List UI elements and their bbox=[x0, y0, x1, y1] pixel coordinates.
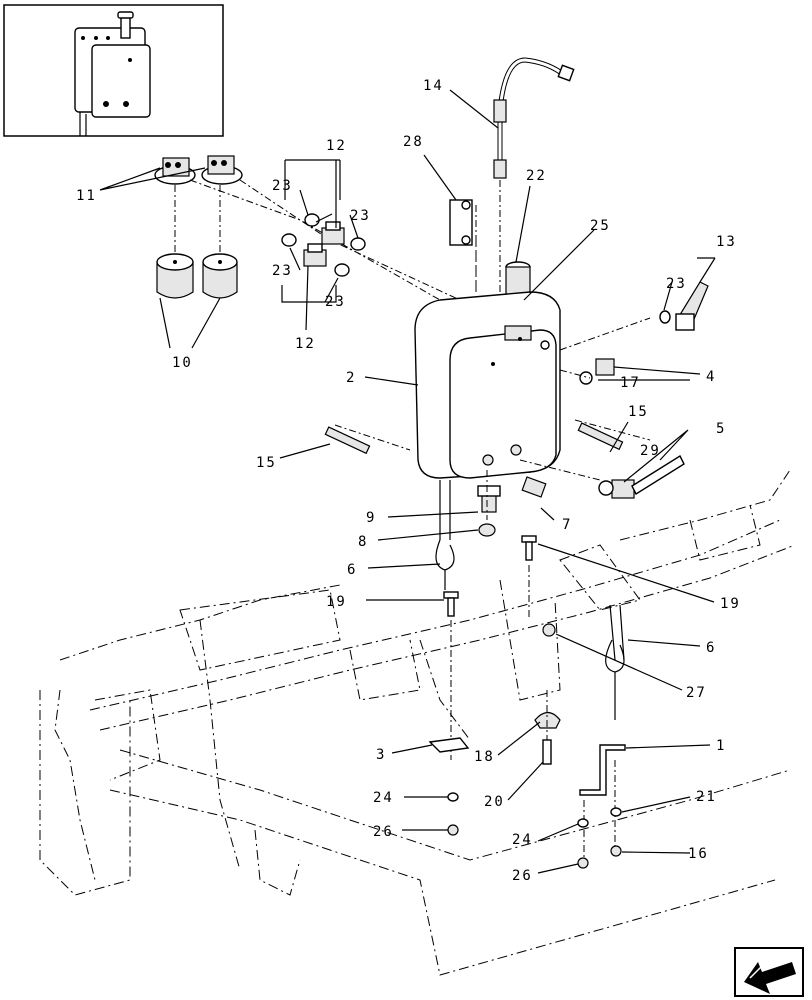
o-ring-23e bbox=[659, 310, 671, 324]
elbow-fitting-13 bbox=[675, 281, 709, 331]
callout-13: 13 bbox=[716, 234, 737, 250]
previous-page-button[interactable] bbox=[734, 947, 804, 997]
nut-16 bbox=[610, 845, 622, 857]
callout-11: 11 bbox=[76, 188, 97, 204]
callout-2: 2 bbox=[346, 370, 356, 386]
callout-9: 9 bbox=[366, 510, 376, 526]
callout-24-right: 24 bbox=[512, 832, 533, 848]
callout-7: 7 bbox=[562, 517, 572, 533]
callout-23-d: 23 bbox=[325, 294, 346, 310]
frame-phantom bbox=[39, 469, 796, 976]
o-ring-23b bbox=[350, 237, 366, 251]
callout-23-b: 23 bbox=[350, 208, 371, 224]
fitting-12-lower bbox=[303, 243, 327, 267]
fitting-7 bbox=[521, 476, 547, 498]
callout-21: 21 bbox=[696, 789, 717, 805]
callout-15-left: 15 bbox=[256, 455, 277, 471]
strap-6-left bbox=[435, 480, 455, 590]
callout-12-top: 12 bbox=[326, 138, 347, 154]
callout-14: 14 bbox=[423, 78, 444, 94]
callout-4: 4 bbox=[706, 369, 716, 385]
callout-26-right: 26 bbox=[512, 868, 533, 884]
washer-24-left bbox=[447, 792, 459, 802]
o-ring-23a bbox=[304, 213, 320, 227]
elbow-fitting-5 bbox=[611, 454, 685, 499]
bolt-19-right bbox=[521, 535, 537, 561]
filter-left bbox=[156, 253, 194, 299]
callout-5: 5 bbox=[716, 421, 726, 437]
callout-24-left: 24 bbox=[373, 790, 394, 806]
cap-8 bbox=[478, 523, 496, 537]
callout-26-left: 26 bbox=[373, 824, 394, 840]
callout-6-left: 6 bbox=[347, 562, 357, 578]
filter-right bbox=[202, 253, 238, 299]
fitting-12-upper bbox=[321, 221, 345, 245]
o-ring-23c bbox=[281, 233, 297, 247]
bolt-20 bbox=[542, 739, 552, 765]
callout-16: 16 bbox=[688, 846, 709, 862]
callout-3: 3 bbox=[376, 747, 386, 763]
callout-25: 25 bbox=[590, 218, 611, 234]
bracket-28 bbox=[449, 199, 473, 246]
callout-29: 29 bbox=[640, 443, 661, 459]
nut-26-left bbox=[447, 824, 459, 836]
callout-22: 22 bbox=[526, 168, 547, 184]
callout-27: 27 bbox=[686, 685, 707, 701]
callout-10: 10 bbox=[172, 355, 193, 371]
washer-24-right bbox=[577, 818, 589, 828]
callout-17: 17 bbox=[620, 375, 641, 391]
bolt-19-left bbox=[443, 591, 459, 617]
bracket-1 bbox=[579, 744, 626, 796]
previous-page-arrow-icon bbox=[744, 962, 796, 994]
plug-4 bbox=[595, 358, 615, 376]
callout-18: 18 bbox=[474, 749, 495, 765]
rubber-strip-15-left bbox=[324, 426, 371, 455]
callout-23-a: 23 bbox=[272, 178, 293, 194]
assembly-thumbnail-icon bbox=[74, 11, 151, 136]
callout-1: 1 bbox=[716, 738, 726, 754]
callout-12-bottom: 12 bbox=[295, 336, 316, 352]
o-ring-23d bbox=[334, 263, 350, 277]
callout-19-left: 19 bbox=[326, 594, 347, 610]
callout-23-c: 23 bbox=[272, 263, 293, 279]
hose-14 bbox=[493, 57, 575, 179]
leader-lines bbox=[99, 89, 716, 874]
washer-21 bbox=[610, 807, 622, 817]
nut-26-right bbox=[577, 857, 589, 869]
drain-valve-9 bbox=[477, 485, 501, 513]
nut-27 bbox=[542, 623, 556, 637]
strap-6-right bbox=[605, 604, 625, 720]
callout-19-right: 19 bbox=[720, 596, 741, 612]
bracket-3 bbox=[428, 737, 470, 753]
assembly-thumbnail bbox=[3, 4, 224, 137]
o-ring-29 bbox=[598, 480, 614, 496]
callout-23-e: 23 bbox=[666, 276, 687, 292]
reservoir-tank-2 bbox=[414, 291, 561, 479]
callout-labels: 1 2 3 4 5 6 6 7 8 9 10 11 12 12 13 14 15… bbox=[76, 78, 741, 884]
callout-8: 8 bbox=[358, 534, 368, 550]
solenoid-valve-right bbox=[201, 155, 243, 185]
solenoid-valve-left bbox=[154, 157, 196, 185]
o-ring-17 bbox=[579, 371, 593, 385]
rubber-strip-15-right bbox=[577, 422, 624, 451]
callout-15-right: 15 bbox=[628, 404, 649, 420]
callout-6-right: 6 bbox=[706, 640, 716, 656]
callout-28: 28 bbox=[403, 134, 424, 150]
callout-20: 20 bbox=[484, 794, 505, 810]
